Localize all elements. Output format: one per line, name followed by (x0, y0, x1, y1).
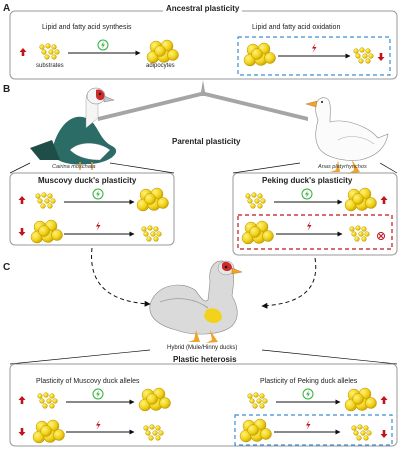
substrates-icon (247, 392, 268, 409)
muscovy-plasticity-box (9, 172, 175, 246)
hybrid-label: Hybrid (Mule/Hinny ducks) (167, 345, 238, 351)
peking-species-label: Anas platyrhynchos (318, 164, 367, 170)
lineage-connector (98, 80, 308, 121)
lightning-icon (307, 221, 312, 231)
up-arrow-icon (18, 396, 26, 404)
peking-duck-illustration (305, 97, 389, 174)
down-arrow-icon (380, 430, 388, 438)
panel-b-letter: B (3, 84, 11, 95)
inheritance-arrow-left (91, 247, 151, 307)
substrates-icon (353, 47, 374, 64)
synthesis-label: Lipid and fatty acid synthesis (42, 24, 132, 31)
adipocytes-icon (32, 419, 65, 444)
plastic-heterosis-title: Plastic heterosis (173, 355, 237, 364)
energy-icon (302, 388, 314, 400)
energy-icon (301, 188, 313, 200)
adipocytes-label: adipocytes (146, 63, 175, 69)
adipocytes-icon (241, 220, 274, 245)
substrates-icon (35, 192, 56, 209)
panel-c-letter: C (3, 262, 11, 273)
energy-icon (92, 188, 104, 200)
ancestral-panel-frame (9, 10, 398, 80)
peking-alleles-title: Plasticity of Peking duck alleles (260, 378, 358, 385)
heterosis-oxidation-dashed-box (234, 414, 393, 446)
adipocytes-icon (146, 39, 179, 64)
adipocytes-icon (344, 187, 377, 212)
substrates-icon (39, 43, 60, 60)
up-arrow-icon (380, 396, 388, 404)
oxidation-label: Lipid and fatty acid oxidation (252, 24, 341, 31)
up-arrow-icon (18, 196, 26, 204)
adipocytes-icon (344, 387, 377, 412)
muscovy-alleles-title: Plasticity of Muscovy duck alleles (36, 378, 140, 385)
oxidation-dashed-box (237, 36, 391, 76)
lightning-icon (306, 420, 311, 430)
down-arrow-icon (18, 428, 26, 436)
substrates-icon (351, 424, 372, 441)
parental-plasticity-title: Parental plasticity (172, 137, 241, 146)
down-arrow-icon (18, 228, 26, 236)
panel-a-letter: A (3, 3, 11, 14)
up-arrow-icon (19, 48, 27, 56)
peking-plasticity-title: Peking duck's plasticity (262, 176, 353, 185)
adipocytes-icon (138, 387, 171, 412)
adipocytes-icon (136, 187, 169, 212)
energy-icon (92, 388, 104, 400)
lightning-icon (312, 43, 317, 53)
substrates-icon (349, 225, 370, 242)
adipocytes-icon (239, 418, 272, 443)
lightning-icon (96, 420, 101, 430)
inheritance-arrow-right (261, 257, 317, 309)
ancestral-plasticity-title: Ancestral plasticity (163, 4, 243, 13)
peking-plasticity-box (232, 172, 398, 256)
substrates-icon (141, 225, 162, 242)
substrates-label: substrates (36, 63, 64, 69)
peking-oxidation-dashed-box (237, 214, 393, 250)
substrates-icon (37, 392, 58, 409)
heterosis-panel-frame (9, 363, 398, 447)
muscovy-plasticity-title: Muscovy duck's plasticity (38, 176, 137, 185)
adipocytes-icon (30, 219, 63, 244)
blocked-icon (377, 232, 385, 240)
substrates-icon (143, 424, 164, 441)
up-arrow-icon (380, 196, 388, 204)
muscovy-duck-illustration (30, 87, 117, 170)
lightning-icon (96, 221, 101, 231)
down-arrow-icon (377, 53, 385, 61)
adipocytes-icon (243, 42, 276, 67)
energy-icon (97, 39, 109, 51)
substrates-icon (245, 192, 266, 209)
muscovy-species-label: Cairina moschata (52, 164, 96, 170)
hybrid-duck-illustration (149, 260, 243, 343)
